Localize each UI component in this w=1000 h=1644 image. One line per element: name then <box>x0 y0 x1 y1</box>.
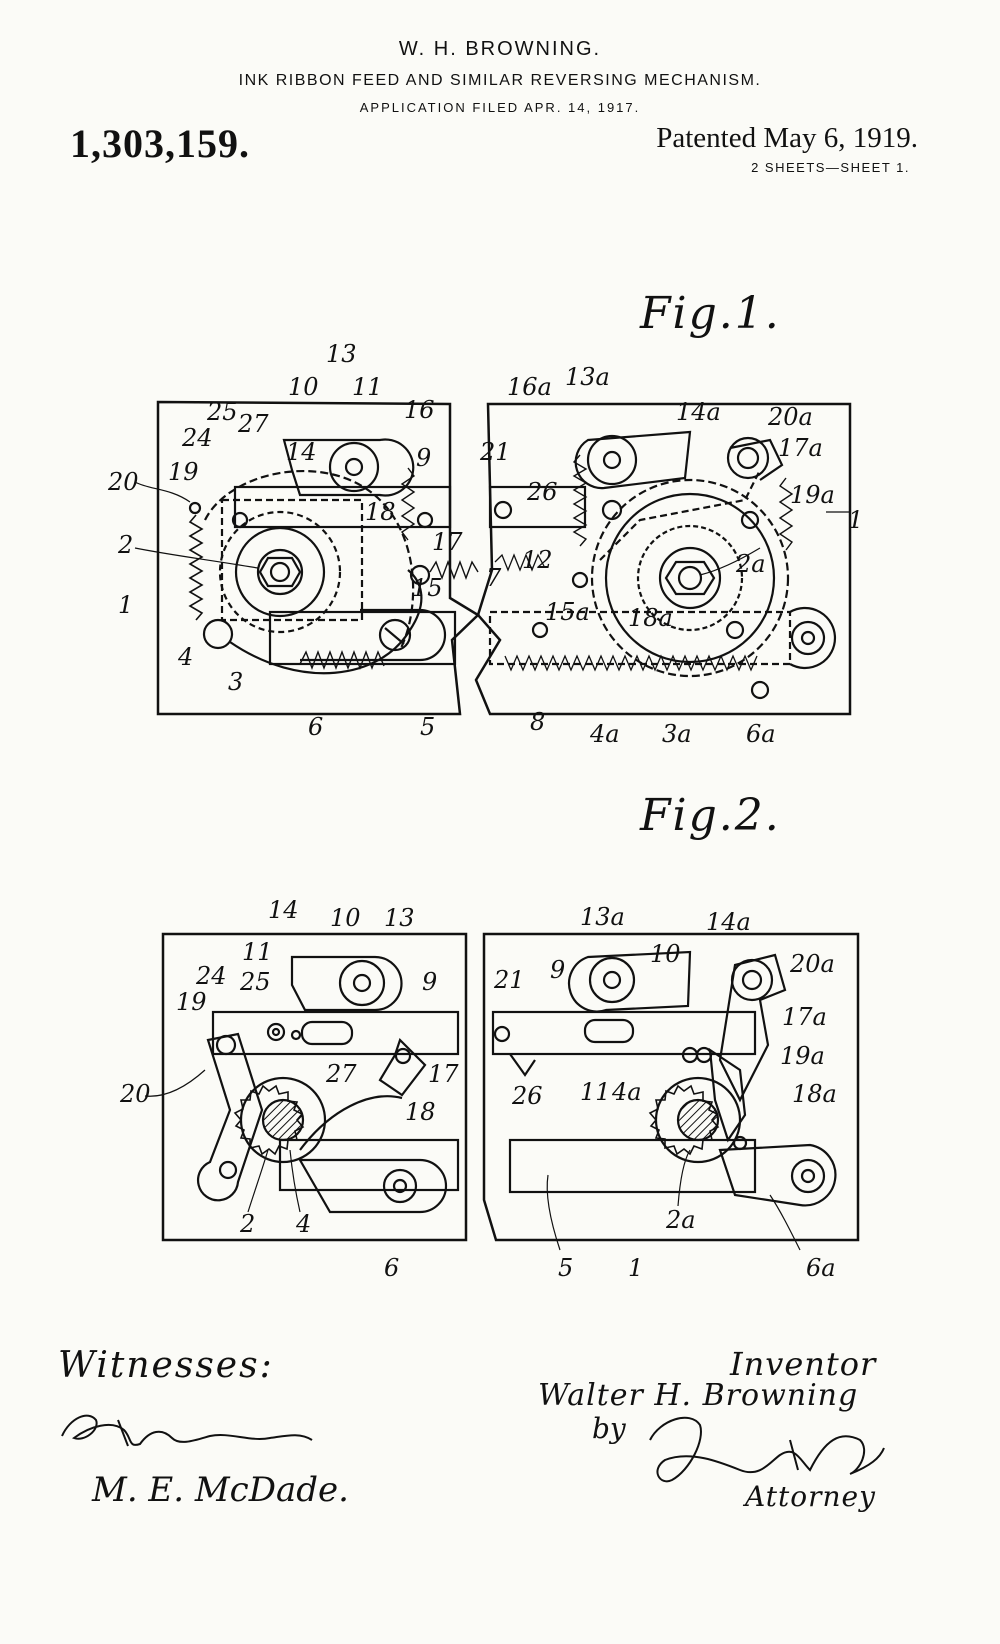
fig1-ref-16a: 16a <box>507 373 552 401</box>
patent-number: 1,303,159. <box>70 121 250 166</box>
fig2-ref-1: 1 <box>628 1254 643 1282</box>
fig1-ref-15: 15 <box>412 574 443 602</box>
fig2-ref-19: 19 <box>176 988 207 1016</box>
fig1-ref-3a: 3a <box>662 720 692 748</box>
attorney-label: Attorney <box>745 1480 876 1513</box>
fig1-ref-1-right: 1 <box>848 506 863 534</box>
fig1-ref-4a: 4a <box>589 720 620 748</box>
fig2-ref-2: 2 <box>239 1210 255 1238</box>
fig2-ref-14: 14 <box>268 896 299 924</box>
fig1-ref-8: 8 <box>530 708 545 736</box>
fig2-ref-26: 26 <box>511 1082 543 1110</box>
fig2-ref-18: 18 <box>405 1098 436 1126</box>
inventor-signature: Walter H. Browning <box>538 1378 859 1413</box>
fig1-ref-9: 9 <box>416 444 431 472</box>
fig2-ref-21: 21 <box>493 966 525 994</box>
fig2-ref-14a: 14a <box>706 908 751 936</box>
fig1-ref-5: 5 <box>420 713 435 741</box>
fig1-ref-27: 27 <box>237 410 269 438</box>
fig1-ref-4: 4 <box>177 643 193 671</box>
fig1-ref-19a: 19a <box>790 481 835 509</box>
witness-1-signature <box>61 1414 313 1447</box>
fig2-ref-5: 5 <box>558 1254 573 1282</box>
fig2-ref-17a: 17a <box>782 1003 827 1031</box>
witness-2-signature: M. E. McDade. <box>92 1470 349 1510</box>
fig2-ref-20a: 20a <box>789 950 835 978</box>
fig1-ref-21: 21 <box>479 438 511 466</box>
fig1-ref-13: 13 <box>326 340 357 368</box>
fig1-ref-14: 14 <box>286 438 317 466</box>
fig1-ref-10: 10 <box>288 373 319 401</box>
fig1-ref-6: 6 <box>308 713 323 741</box>
fig2-ref-27: 27 <box>325 1060 357 1088</box>
fig1-ref-25: 25 <box>206 398 238 426</box>
fig2-ref-4a: 4a <box>611 1078 642 1106</box>
fig1-ref-7: 7 <box>486 564 502 592</box>
fig2-ref-20: 20 <box>119 1080 151 1108</box>
fig1-ref-2a: 2a <box>735 550 766 578</box>
fig1-ref-17a: 17a <box>778 434 823 462</box>
fig2-ref-24: 24 <box>195 962 227 990</box>
fig1-ref-2: 2 <box>117 531 133 559</box>
witnesses-label: Witnesses: <box>58 1345 274 1386</box>
fig1-ref-15a: 15a <box>545 598 590 626</box>
fig1-label: Fig.1. <box>640 288 781 339</box>
fig1-ref-24: 24 <box>181 424 213 452</box>
fig2-ref-25: 25 <box>239 968 271 996</box>
fig1-ref-19: 19 <box>168 458 199 486</box>
fig2-ref-13a: 13a <box>580 903 625 931</box>
inventor-label: Inventor <box>730 1345 877 1383</box>
patent-title: INK RIBBON FEED AND SIMILAR REVERSING ME… <box>238 72 762 89</box>
fig1-ref-12: 12 <box>522 546 553 574</box>
fig2-drawing <box>161 932 860 1242</box>
fig1-ref-17: 17 <box>432 528 463 556</box>
inventor-name: W. H. BROWNING. <box>398 38 602 60</box>
fig1-ref-13a: 13a <box>565 363 610 391</box>
fig1-drawing <box>156 400 852 716</box>
fig2-ref-19a: 19a <box>780 1042 825 1070</box>
fig1-ref-14a: 14a <box>676 398 721 426</box>
patented-date: Patented May 6, 1919. <box>656 122 918 154</box>
fig1-ref-26: 26 <box>526 478 558 506</box>
application-filed-date: APPLICATION FILED APR. 14, 1917. <box>359 100 641 115</box>
fig2-ref-4: 4 <box>295 1210 311 1238</box>
fig2-ref-9-left: 9 <box>422 968 437 996</box>
fig2-ref-18a: 18a <box>792 1080 837 1108</box>
fig1-ref-6a: 6a <box>746 720 776 748</box>
fig1-ref-20a: 20a <box>767 403 813 431</box>
fig1-ref-1-left: 1 <box>118 591 133 619</box>
fig1-ref-3: 3 <box>228 668 243 696</box>
by-label: by <box>592 1412 626 1445</box>
fig1-ref-18: 18 <box>365 498 396 526</box>
fig2-ref-9-right: 9 <box>550 956 565 984</box>
fig1-ref-20: 20 <box>107 468 139 496</box>
fig2-ref-6a: 6a <box>806 1254 836 1282</box>
fig2-ref-10-right: 10 <box>650 940 681 968</box>
attorney-signature <box>649 1416 885 1483</box>
fig2-ref-11: 11 <box>242 938 273 966</box>
fig2-ref-6: 6 <box>384 1254 399 1282</box>
fig1-ref-18a: 18a <box>628 604 673 632</box>
fig2-ref-10: 10 <box>330 904 361 932</box>
fig2-ref-13: 13 <box>384 904 415 932</box>
fig1-ref-11: 11 <box>352 373 383 401</box>
fig2-label: Fig.2. <box>640 790 781 841</box>
fig1-ref-16: 16 <box>404 396 435 424</box>
fig2-ref-17: 17 <box>428 1060 459 1088</box>
fig2-ref-11-right: 11 <box>580 1078 611 1106</box>
fig2-ref-2a: 2a <box>665 1206 696 1234</box>
sheet-count: 2 SHEETS—SHEET 1. <box>751 160 910 175</box>
